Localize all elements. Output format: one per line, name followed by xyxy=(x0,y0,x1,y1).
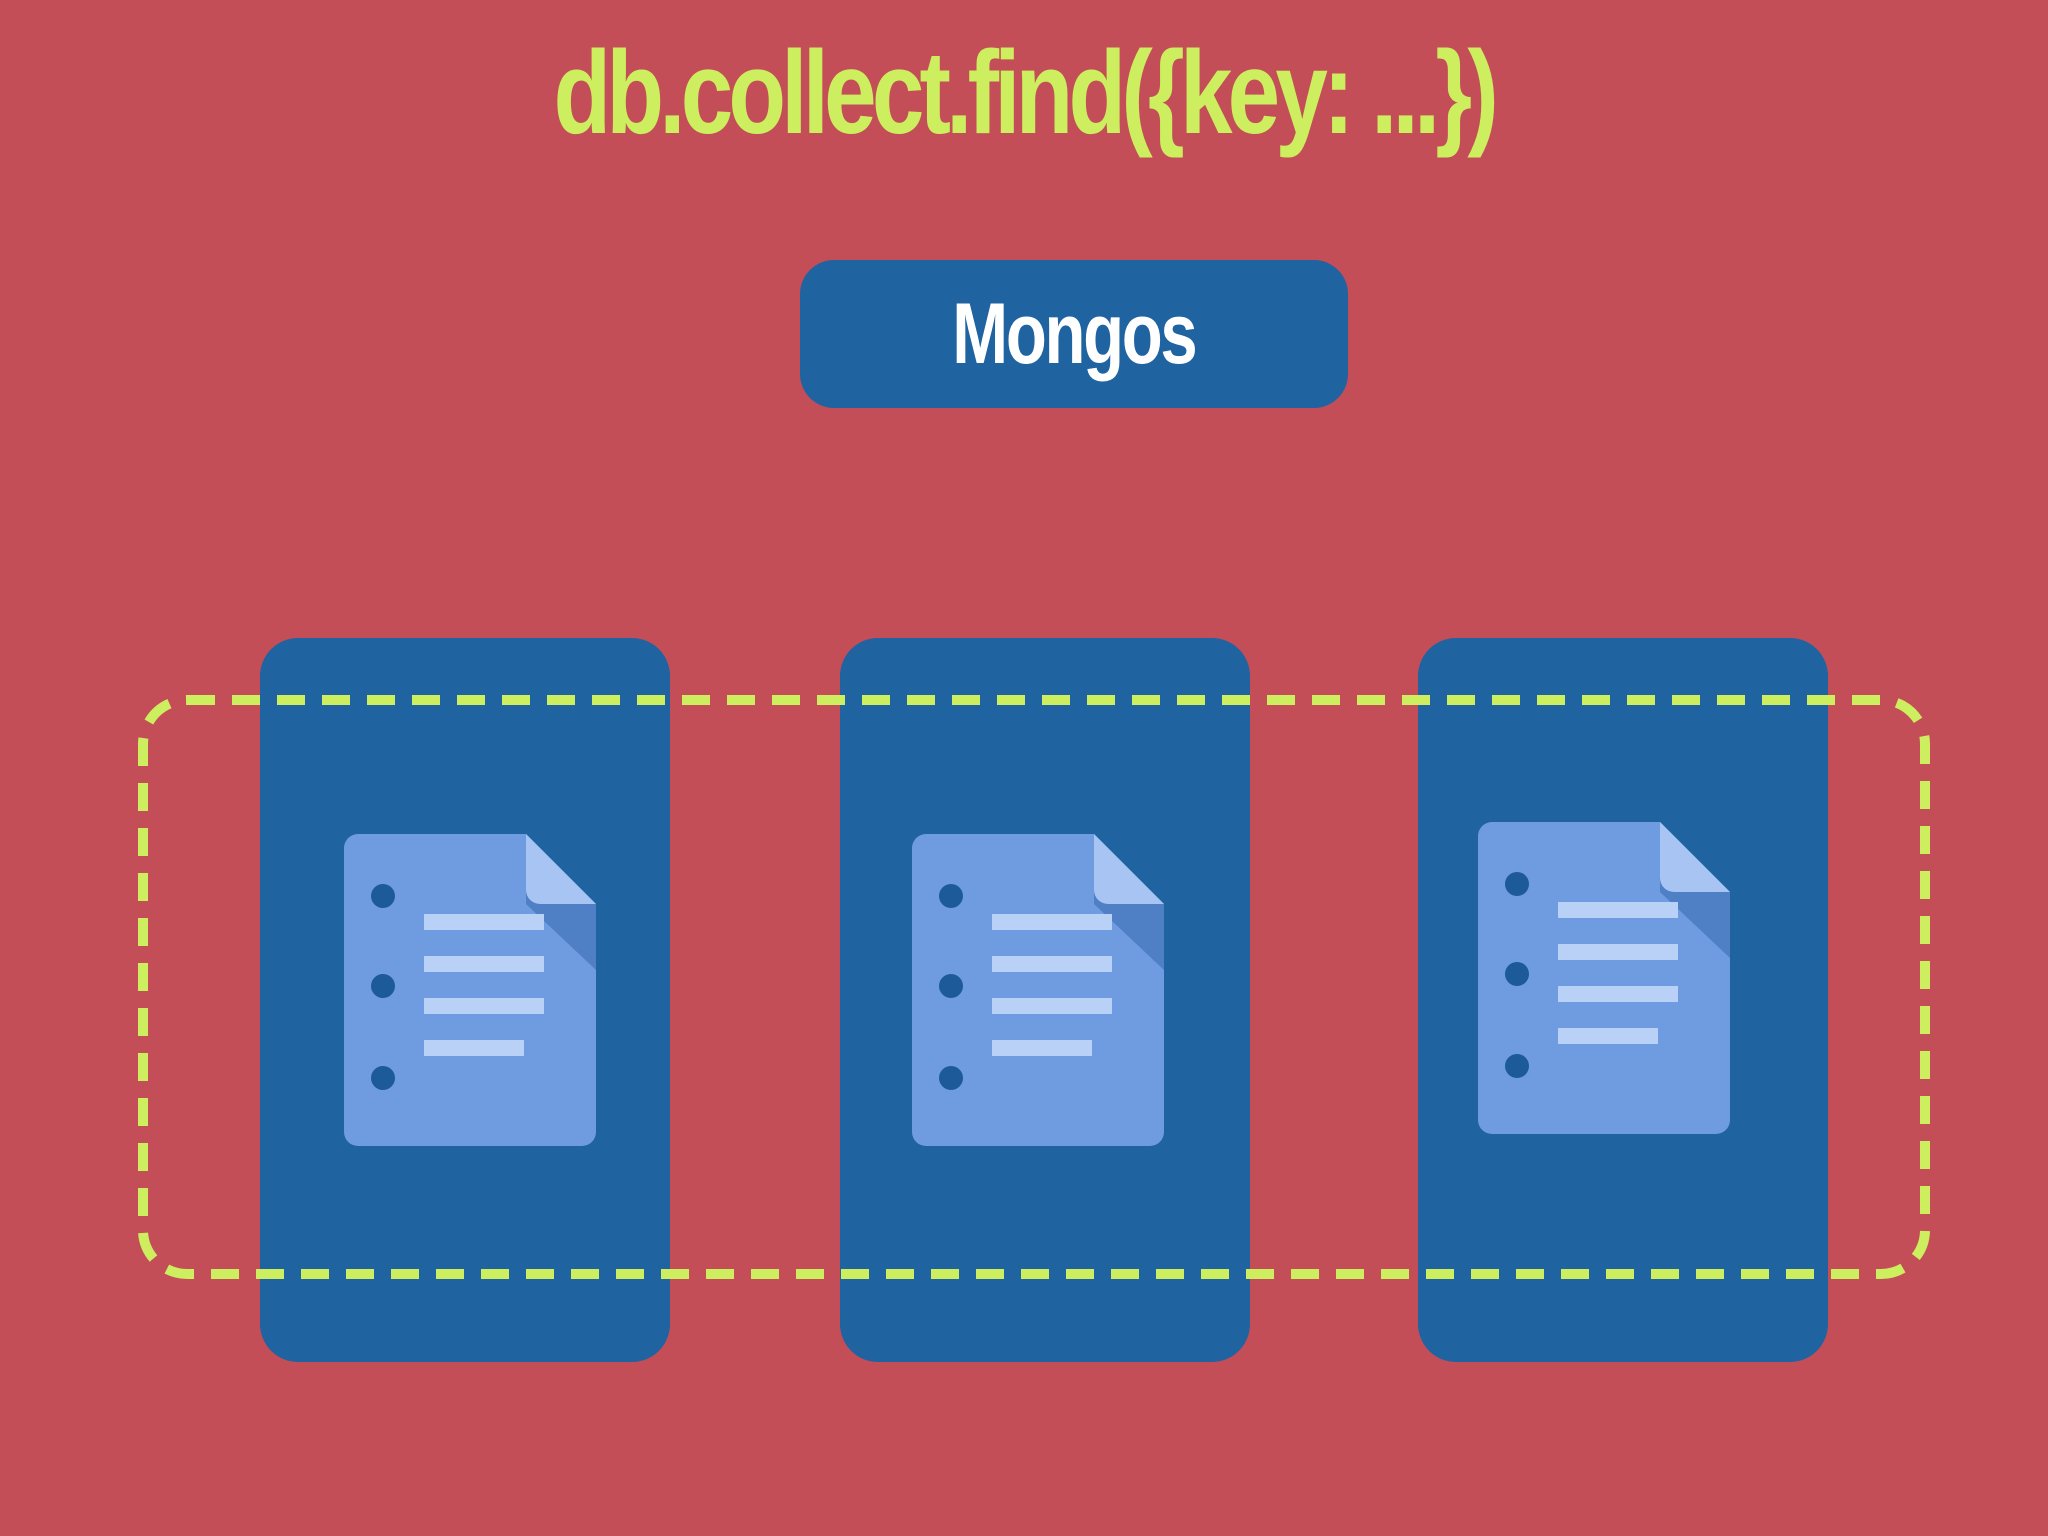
shard-box-3 xyxy=(1418,638,1828,1362)
query-title: db.collect.find({key: ...}) xyxy=(0,18,2048,168)
query-title-text: db.collect.find({key: ...}) xyxy=(553,27,1499,159)
shard-box-2 xyxy=(840,638,1250,1362)
shard-box-1 xyxy=(260,638,670,1362)
document-icon xyxy=(1478,822,1730,1134)
document-icon xyxy=(344,834,596,1146)
mongos-label: Mongos xyxy=(952,285,1197,382)
mongos-router-box: Mongos xyxy=(800,260,1348,408)
document-icon xyxy=(912,834,1164,1146)
